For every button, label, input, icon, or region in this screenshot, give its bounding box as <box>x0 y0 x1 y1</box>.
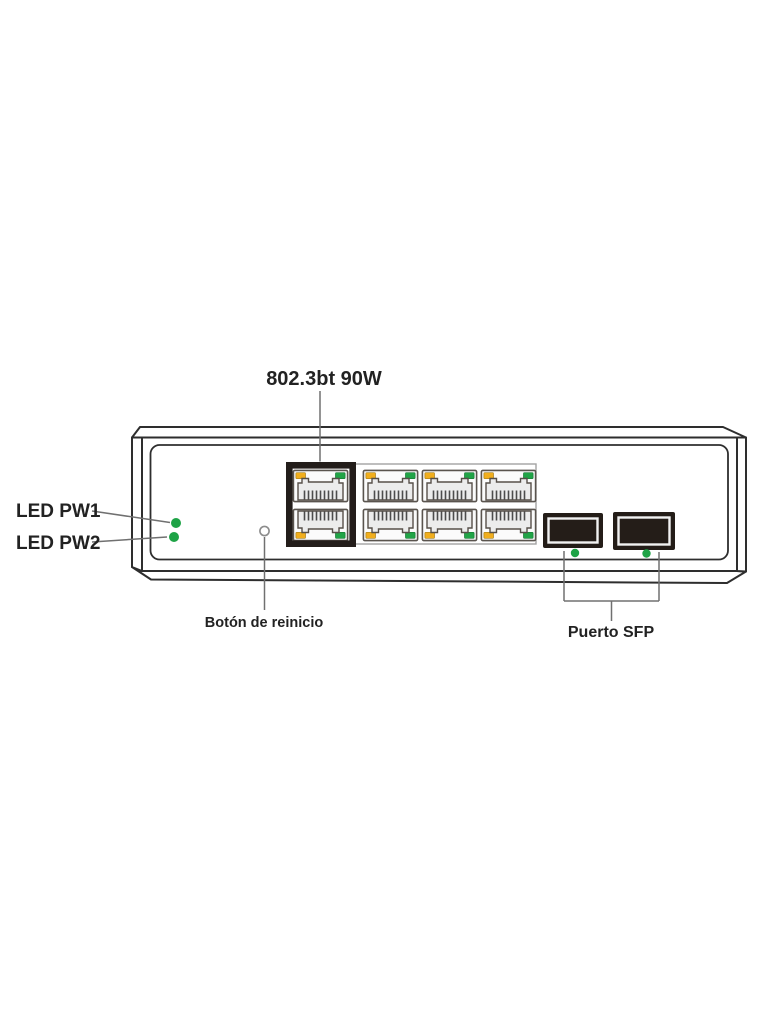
poe-highlight-frame <box>285 461 356 547</box>
rj45-port-2 <box>292 508 349 542</box>
label-led-pw2: LED PW2 <box>16 533 101 554</box>
leader-pw2 <box>91 536 168 543</box>
rj45-port-5 <box>421 469 478 503</box>
sfp1-led <box>570 548 580 558</box>
leader-sfp-bracket <box>563 551 660 621</box>
label-sfp-port: Puerto SFP <box>567 624 655 641</box>
rj45-port-7 <box>480 469 537 503</box>
rj45-port-8 <box>480 508 537 542</box>
pw1-led <box>171 518 181 528</box>
label-led-pw1: LED PW1 <box>16 501 101 522</box>
chassis-right-wall <box>736 436 747 573</box>
chassis-top-face <box>131 426 747 439</box>
sfp2-led <box>642 549 651 558</box>
callout-lines <box>91 391 660 621</box>
chassis-left-wall <box>131 436 143 572</box>
sfp-port-1 <box>543 513 603 548</box>
pw2-led <box>169 532 179 542</box>
rj45-port-3 <box>362 469 419 503</box>
leader-pw1 <box>91 510 171 524</box>
rj45-port-4 <box>362 508 419 542</box>
label-reset-button: Botón de reinicio <box>204 615 324 631</box>
sfp-ports <box>543 512 675 558</box>
reset-button <box>259 525 270 537</box>
label-poe-standard: 802.3bt 90W <box>266 368 382 390</box>
rj45-port-1 <box>292 469 349 503</box>
rj45-port-6 <box>421 508 478 542</box>
rj45-port-bay <box>285 461 537 547</box>
sfp-port-2 <box>613 512 675 550</box>
